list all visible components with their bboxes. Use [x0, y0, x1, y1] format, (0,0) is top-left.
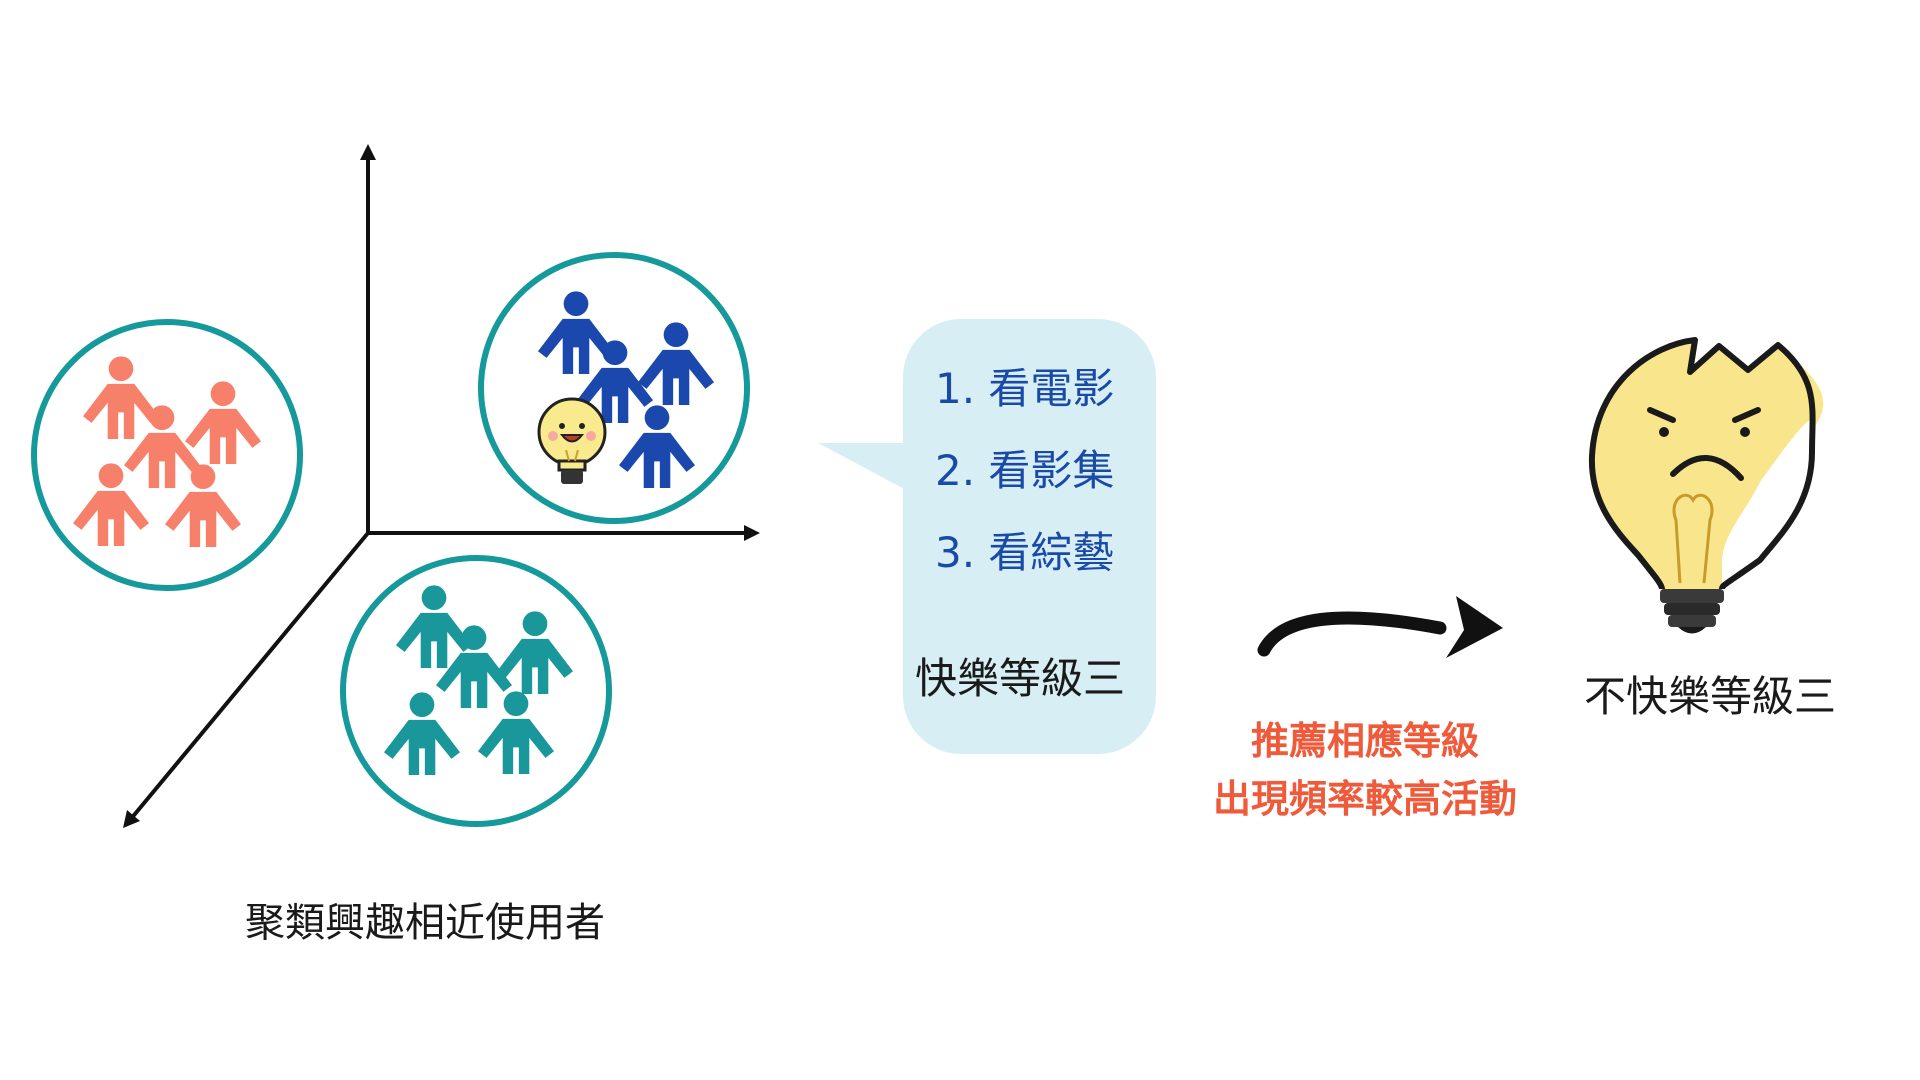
- cluster-teal: [340, 555, 612, 827]
- clusters-caption: 聚類興趣相近使用者: [245, 900, 605, 946]
- sad-lightbulb-icon: [1588, 337, 1824, 634]
- cluster-orange: [31, 319, 303, 591]
- cluster-blue: [478, 252, 750, 524]
- activity-item: 3. 看綜藝: [935, 528, 1115, 577]
- speech-bubble: [818, 319, 1156, 754]
- activity-item: 1. 看電影: [935, 364, 1115, 413]
- recommendation-line-1: 推薦相應等級: [1250, 719, 1479, 763]
- happy-lightbulb-icon: [537, 397, 607, 484]
- activity-list: 1. 看電影 2. 看影集 3. 看綜藝: [935, 360, 1114, 606]
- unhappiness-level-label: 不快樂等級三: [1583, 672, 1836, 721]
- curved-arrow: [1257, 596, 1503, 658]
- recommendation-line-2: 出現頻率較高活動: [1212, 777, 1517, 821]
- activity-item: 2. 看影集: [935, 446, 1115, 495]
- coordinate-axes: [123, 144, 760, 828]
- happiness-level-label: 快樂等級三: [914, 654, 1125, 703]
